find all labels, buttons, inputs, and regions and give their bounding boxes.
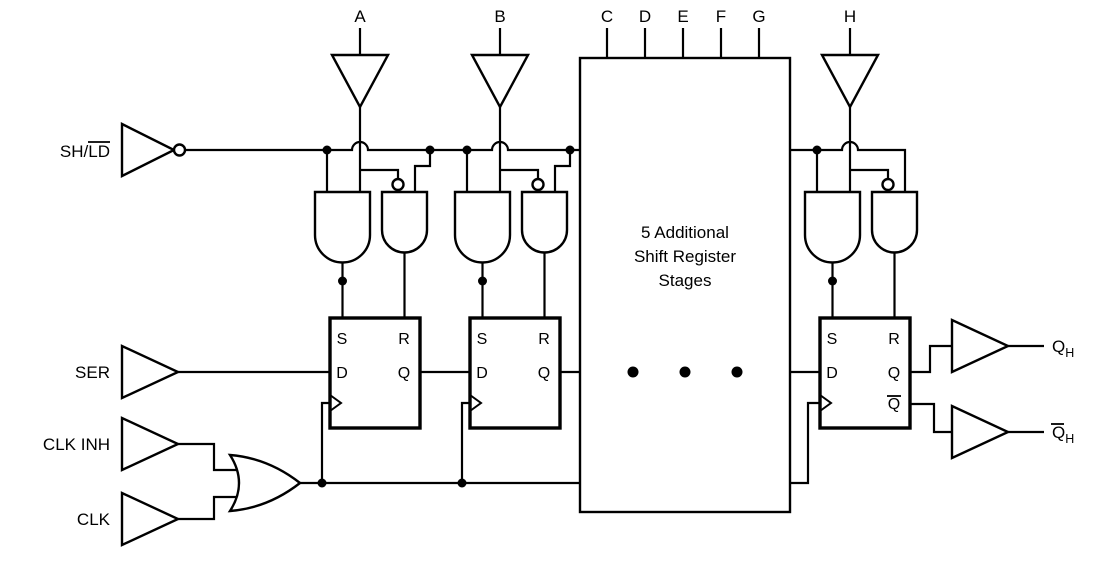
wire-clock-right — [790, 401, 820, 485]
ff2-set-label: S — [477, 331, 488, 348]
wire-shld-left — [186, 140, 580, 152]
buffer-qh-icon — [950, 318, 1011, 374]
stages-box-line1: 5 Additional — [641, 223, 729, 242]
junction-dot — [478, 276, 487, 286]
gates-and-buffers — [120, 53, 1011, 547]
ellipsis-dots — [627, 366, 743, 378]
buffer-b-icon — [469, 53, 531, 110]
flipflop-2 — [468, 316, 562, 430]
input-label-a: A — [354, 7, 366, 26]
buffer-clkinh-icon — [120, 416, 181, 472]
flipflop-1 — [328, 316, 422, 430]
junction-dot — [425, 145, 435, 155]
junction-dot — [457, 478, 467, 488]
wire-clk — [178, 495, 246, 521]
flip-flops — [328, 316, 912, 430]
shld-label: SH/LD — [60, 142, 110, 161]
buffer-ser-icon — [120, 344, 181, 400]
input-label-g: G — [752, 7, 765, 26]
wire-clock-ff2 — [460, 401, 470, 483]
and-gate-s3-left-icon — [803, 190, 862, 264]
junction-dot — [462, 145, 472, 155]
wire-qh — [910, 344, 952, 374]
clk-label: CLK — [77, 510, 111, 529]
buffer-clk-icon — [120, 491, 181, 547]
shld-label-prefix: SH/ — [60, 142, 89, 161]
ff2-data-label: D — [476, 365, 488, 382]
input-label-d: D — [639, 7, 651, 26]
wire-shld-right — [790, 140, 907, 192]
inverter-shld-icon — [120, 122, 177, 178]
bubble-s3-icon — [881, 177, 895, 192]
wire-shld-feed-s2-right — [553, 150, 572, 192]
junction-dot — [812, 145, 822, 155]
qhbar-label-q: Q — [1052, 423, 1065, 442]
input-label-b: B — [494, 7, 505, 26]
input-label-h: H — [844, 7, 856, 26]
junction-dot — [565, 145, 575, 155]
flipflop-h — [818, 316, 912, 430]
ff3-set-label: S — [827, 331, 838, 348]
ser-label: SER — [75, 363, 110, 382]
ellipsis-dot — [679, 366, 691, 378]
ff3-reset-label: R — [888, 331, 900, 348]
ff2-reset-label: R — [538, 331, 550, 348]
qh-label-sub: H — [1065, 346, 1074, 360]
bubble-s2-icon — [531, 177, 545, 192]
and-gate-s3-right-icon — [870, 190, 919, 254]
ff2-out-label: Q — [538, 365, 550, 382]
clock-wedge-ff3-icon — [819, 394, 833, 412]
ellipsis-dot — [627, 366, 639, 378]
ff1-reset-label: R — [398, 331, 410, 348]
junction-dot — [828, 276, 837, 286]
clkinh-label: CLK INH — [43, 435, 110, 454]
or-gate-clock-icon — [227, 453, 302, 513]
and-gate-s1-right-icon — [380, 190, 429, 254]
ff1-data-label: D — [336, 365, 348, 382]
wire-qhbar — [910, 402, 952, 434]
qh-label: QH — [1052, 337, 1074, 360]
shld-label-overlined: LD — [88, 142, 110, 161]
and-gate-s2-right-icon — [520, 190, 569, 254]
wire-shld-feed-s1-right — [413, 150, 432, 192]
bubble-s1-icon — [391, 177, 405, 192]
input-label-c: C — [601, 7, 613, 26]
ellipsis-dot — [731, 366, 743, 378]
inverter-shld-bubble-icon — [172, 143, 187, 157]
clock-wedge-ff2-icon — [469, 394, 483, 412]
additional-stages-box — [578, 56, 792, 514]
input-label-f: F — [716, 7, 726, 26]
junction-dots — [317, 145, 837, 488]
and-gate-s2-left-icon — [453, 190, 512, 264]
buffer-qhbar-icon — [950, 404, 1011, 460]
qh-label-q: Q — [1052, 337, 1065, 356]
junction-dot — [338, 276, 347, 286]
wire-clock-ff1 — [320, 401, 330, 483]
wire-clkinh — [178, 442, 246, 472]
ff3-data-label: D — [826, 365, 838, 382]
junction-dot — [317, 478, 327, 488]
qhbar-label-sub: H — [1065, 432, 1074, 446]
ff1-out-label: Q — [398, 365, 410, 382]
input-label-e: E — [677, 7, 688, 26]
labels: A B C D E F G H SH/LD SER CLK INH CLK 5 … — [43, 7, 1074, 529]
wires — [178, 28, 1044, 521]
junction-dot — [322, 145, 332, 155]
ff3-outbar-label: Q — [888, 396, 900, 413]
clock-wedge-ff1-icon — [329, 394, 343, 412]
stages-box-line2: Shift Register — [634, 247, 736, 266]
buffer-a-icon — [329, 53, 391, 110]
and-gate-s1-left-icon — [313, 190, 372, 264]
ff3-out-label: Q — [888, 365, 900, 382]
buffer-h-icon — [819, 53, 881, 110]
qhbar-label: QH — [1052, 423, 1074, 446]
ff1-set-label: S — [337, 331, 348, 348]
stages-box-line3: Stages — [659, 271, 712, 290]
